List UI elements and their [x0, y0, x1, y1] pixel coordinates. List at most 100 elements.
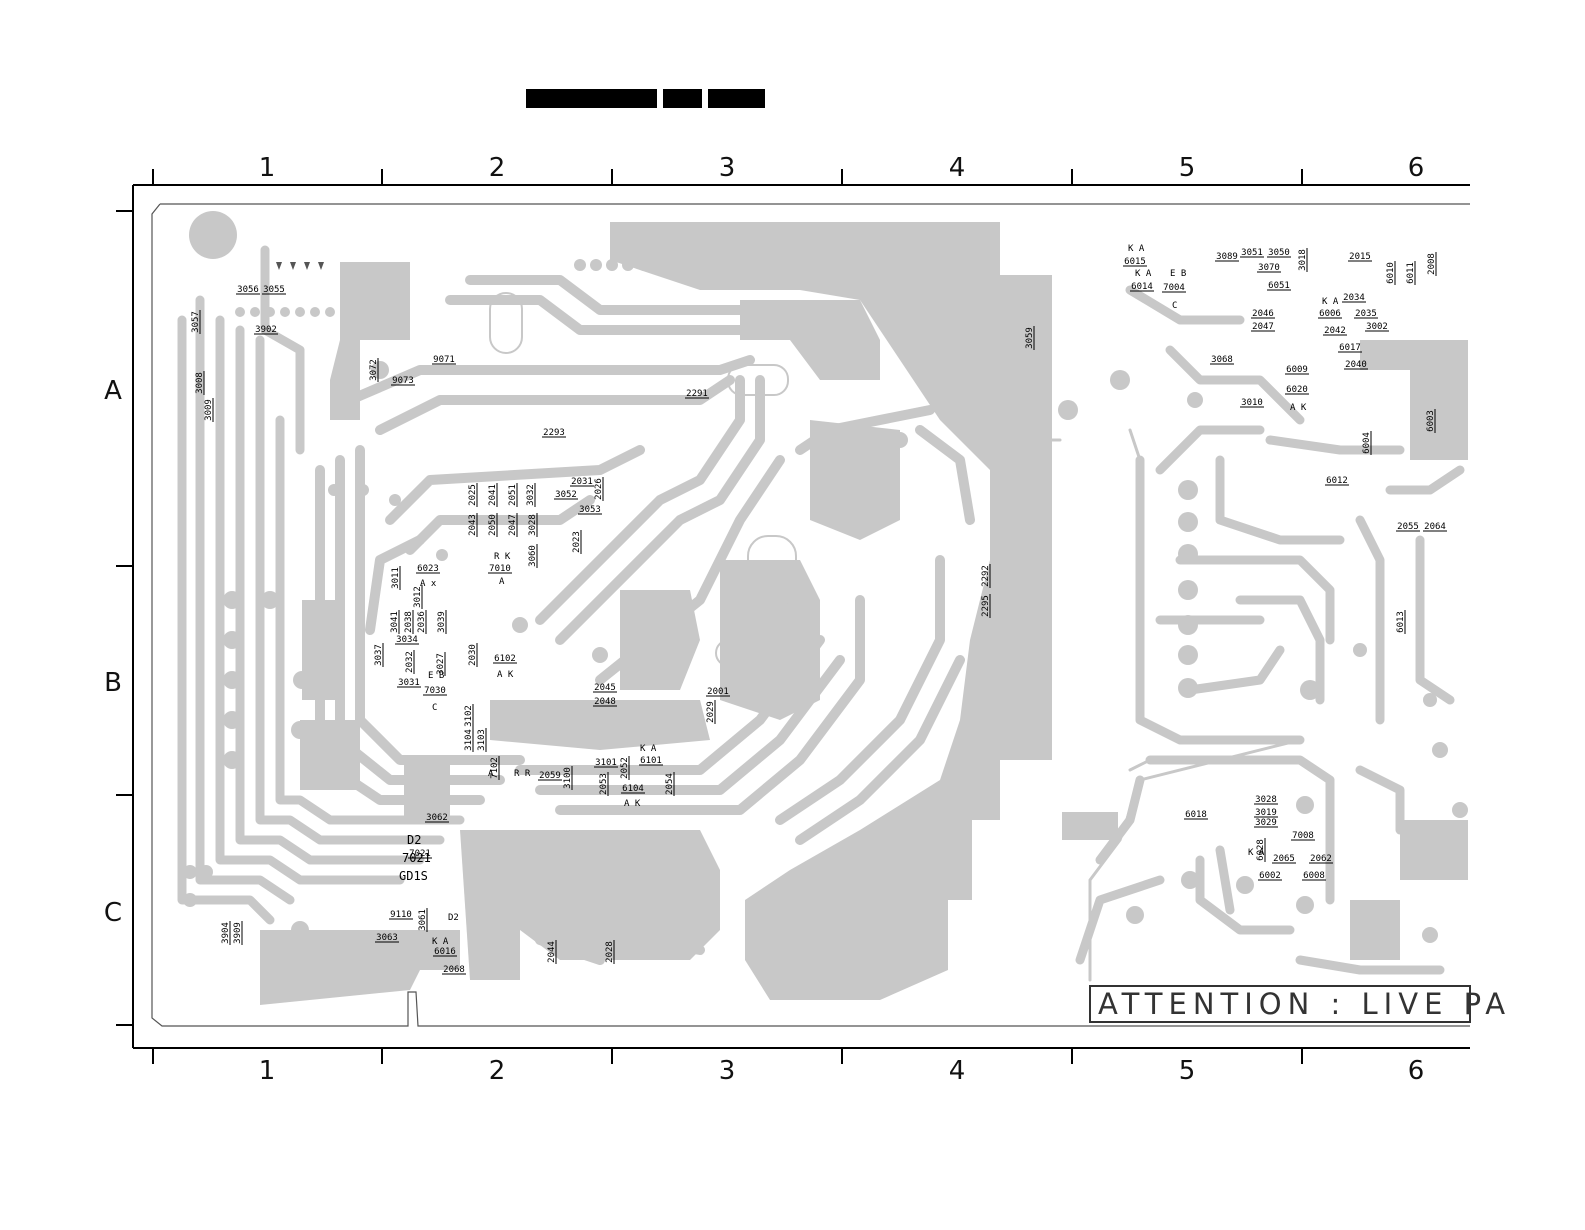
component-id: 3053: [579, 505, 601, 515]
component-designator: 9071: [432, 355, 456, 365]
component-designator: 2045: [593, 683, 617, 693]
row-label: A: [104, 376, 122, 406]
component-id: 6018: [1185, 810, 1207, 820]
component-designator: 3102: [464, 704, 474, 728]
component-id: 3031: [398, 678, 420, 688]
column-label: 2: [489, 1056, 506, 1086]
component-id: 2043: [468, 514, 478, 536]
component-designator: 2038: [404, 610, 414, 634]
component-designator: 3019: [1254, 808, 1278, 818]
component-designator: 6002: [1258, 871, 1282, 881]
component-designator: 3062: [425, 813, 449, 823]
column-label: 5: [1179, 153, 1196, 183]
component-id: 3063: [376, 933, 398, 943]
component-designator: 2028: [605, 940, 615, 964]
svg-text:GD1S: GD1S: [399, 869, 428, 883]
component-id: 2047: [1252, 322, 1274, 332]
component-designator: 3053: [578, 505, 602, 515]
component-id: 3028: [1255, 795, 1277, 805]
component-id: 2036: [417, 611, 427, 633]
component-designator: 2068: [442, 965, 466, 975]
component-id: 3055: [263, 285, 285, 295]
component-designator: 6011: [1406, 261, 1416, 285]
component-id: 2050: [488, 514, 498, 536]
svg-text:D2: D2: [448, 913, 459, 923]
component-designator: 3068: [1210, 355, 1234, 365]
component-id: 2293: [543, 428, 565, 438]
pads: [183, 211, 1468, 943]
component-designator: 3032: [526, 483, 536, 507]
component-designator: 2053: [599, 772, 609, 796]
svg-text:E B: E B: [1170, 269, 1186, 279]
component-designator: 6028: [1256, 838, 1266, 862]
component-id: 2053: [599, 773, 609, 795]
component-id: 7004: [1163, 283, 1185, 293]
component-id: 2059: [539, 771, 561, 781]
column-label: 1: [259, 153, 276, 183]
column-label: 5: [1179, 1056, 1196, 1086]
component-id: 3102: [464, 705, 474, 727]
component-designator: 6016: [433, 947, 457, 957]
component-designator: 2034: [1342, 293, 1366, 303]
svg-text:A K: A K: [1290, 403, 1307, 413]
svg-text:C: C: [1172, 301, 1177, 311]
redaction-bar: [663, 89, 702, 108]
frame: [116, 169, 1470, 1064]
component-id: 6009: [1286, 365, 1308, 375]
component-id: 3034: [396, 635, 418, 645]
svg-text:A x: A x: [420, 579, 437, 589]
svg-text:E B: E B: [428, 671, 444, 681]
component-designator: 6104: [621, 784, 645, 794]
component-designator: 6004: [1362, 431, 1372, 455]
component-designator: 2050: [488, 513, 498, 537]
component-designator: 2062: [1309, 854, 1333, 864]
component-designator: 2015: [1348, 252, 1372, 262]
component-designator: 6018: [1184, 810, 1208, 820]
svg-text:C: C: [432, 703, 437, 713]
component-id: 2291: [686, 389, 708, 399]
component-designator: 2059: [538, 771, 562, 781]
trace-bundles: [177, 245, 1465, 982]
component-id: 7008: [1292, 831, 1314, 841]
component-id: 6051: [1268, 281, 1290, 291]
component-id: 2042: [1324, 326, 1346, 336]
warning-text: ATTENTION : LIVE PA: [1098, 987, 1511, 1021]
component-id: 3002: [1366, 322, 1388, 332]
component-id: 3012: [413, 586, 423, 608]
column-label: 3: [719, 153, 736, 183]
component-id: 3052: [555, 490, 577, 500]
redaction-bars: [526, 89, 765, 108]
component-id: 2029: [706, 701, 716, 723]
component-id: 2041: [488, 484, 498, 506]
component-id: 2068: [443, 965, 465, 975]
column-labels-bottom: 1 2 3 4 5 6: [259, 1056, 1425, 1086]
component-id: 2038: [404, 611, 414, 633]
component-id: 3904: [221, 922, 231, 944]
component-designator: 6009: [1285, 365, 1309, 375]
component-designator: 6102: [493, 654, 517, 664]
component-designator: 2047: [1251, 322, 1275, 332]
svg-text:7021: 7021: [402, 851, 431, 865]
component-id: 6104: [622, 784, 644, 794]
component-id: 2028: [605, 941, 615, 963]
component-designator: 3041: [390, 610, 400, 634]
component-designator: 7004: [1162, 283, 1186, 293]
component-id: 6004: [1362, 432, 1372, 454]
component-designator: 6023: [416, 564, 440, 574]
component-id: 2026: [594, 478, 604, 500]
svg-text:A K: A K: [497, 670, 514, 680]
component-designator: 2023: [572, 530, 582, 554]
component-designator: 7030: [423, 686, 447, 696]
svg-text:A K: A K: [624, 799, 641, 809]
component-designator: 2046: [1251, 309, 1275, 319]
component-designator: 2031: [570, 477, 594, 487]
component-id: 2032: [405, 651, 415, 673]
component-id: 2030: [468, 644, 478, 666]
component-id: 3009: [204, 399, 214, 421]
component-designator: 3100: [563, 766, 573, 790]
component-designator: 3909: [233, 921, 243, 945]
component-designator: 3050: [1267, 248, 1291, 258]
component-designator: 2041: [488, 483, 498, 507]
component-id: 2040: [1345, 360, 1367, 370]
component-designator: 6014: [1130, 282, 1154, 292]
